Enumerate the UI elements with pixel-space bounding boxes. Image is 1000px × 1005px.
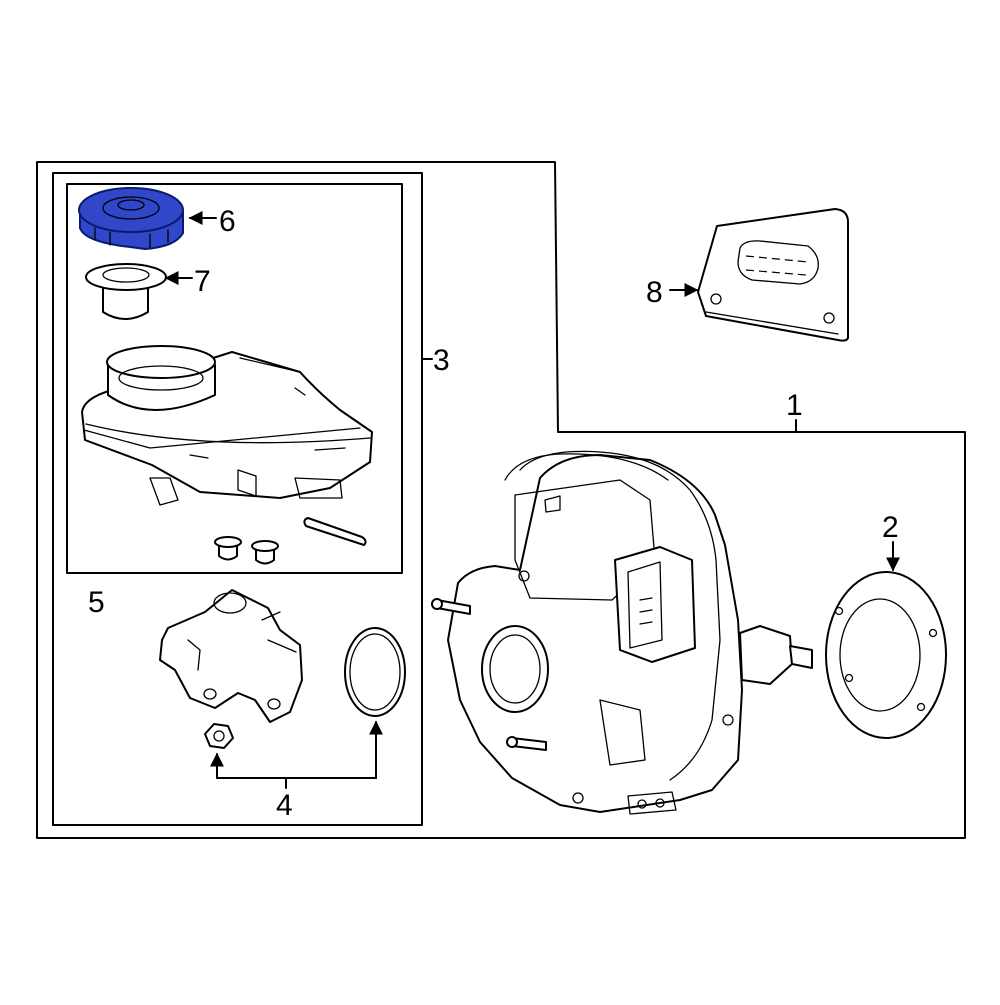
master-cylinder-part[interactable] [159, 589, 303, 723]
callout-4-leader [216, 777, 377, 789]
retaining-pin[interactable] [303, 517, 367, 546]
reservoir-part[interactable] [81, 345, 373, 506]
strainer-part[interactable] [85, 263, 167, 320]
callout-4: 4 [276, 789, 293, 822]
grommet-plugs[interactable] [214, 536, 279, 565]
assembly-frame [36, 161, 966, 839]
hex-nut[interactable] [204, 723, 234, 749]
callout-7: 7 [194, 265, 211, 298]
callout-1: 1 [786, 389, 803, 422]
callout-2: 2 [882, 511, 899, 544]
callout-8: 8 [646, 276, 663, 309]
reservoir-cap-part[interactable] [78, 187, 184, 250]
callout-3: 3 [433, 344, 450, 377]
gasket-part[interactable] [825, 571, 947, 739]
reservoir-frame [66, 183, 403, 574]
seal-ring[interactable] [344, 627, 406, 717]
brake-booster-part[interactable] [431, 450, 813, 815]
callout-5: 5 [88, 586, 105, 619]
callout-6: 6 [219, 205, 236, 238]
master-cylinder-frame [52, 172, 423, 826]
bracket-part[interactable] [697, 208, 849, 342]
